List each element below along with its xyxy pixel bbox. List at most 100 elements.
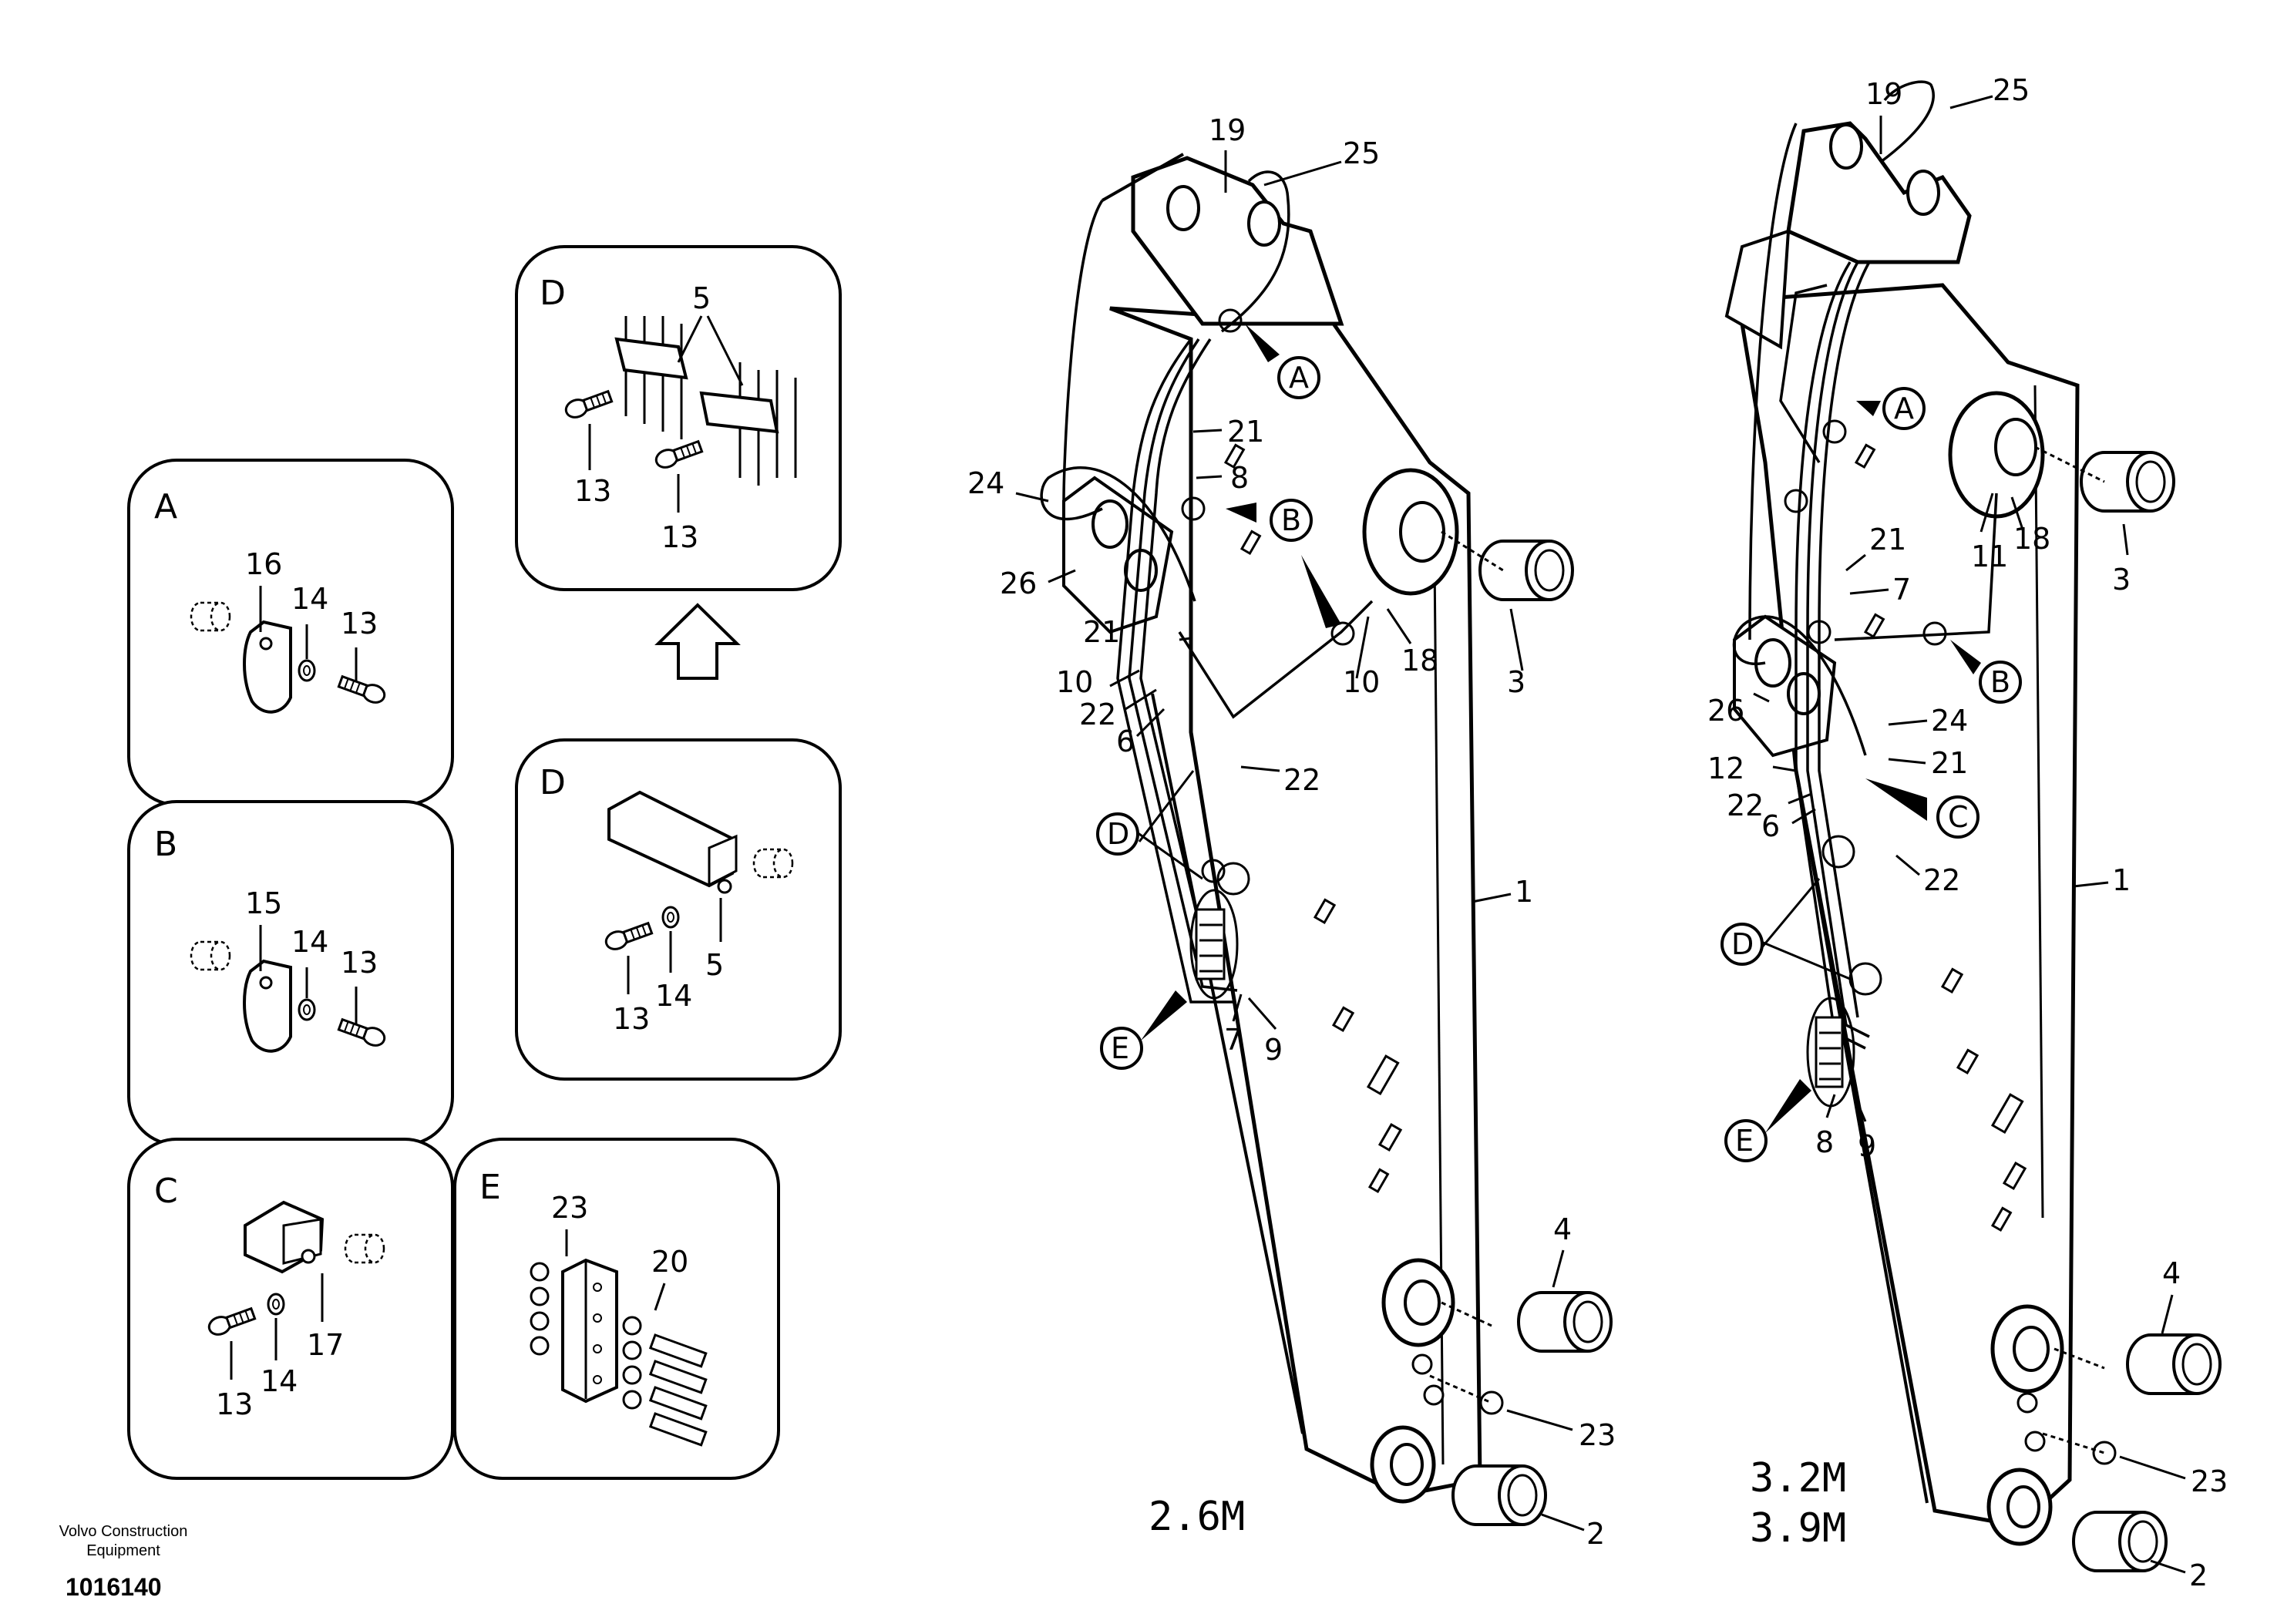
svg-text:A: A [1894, 392, 1914, 425]
part-label: 21 [1931, 746, 1968, 780]
part-label: 19 [1209, 113, 1246, 147]
callout-e: E [1100, 990, 1187, 1070]
svg-text:B: B [1990, 665, 2010, 699]
part-label: 15 [245, 886, 282, 920]
part-label: 6 [1761, 809, 1780, 843]
callout-d: D [1720, 878, 1851, 980]
part-label: 26 [1707, 694, 1744, 728]
panel-d-letter: D [540, 274, 566, 313]
arm-length-label: 2.6M [1149, 1494, 1245, 1540]
part-label: 1 [1515, 875, 1533, 909]
part-label: 13 [341, 946, 378, 980]
company-name: Volvo Construction [59, 1523, 188, 1540]
callout-b-upper: B [1226, 499, 1313, 542]
part-label: 18 [1401, 644, 1438, 678]
arm-length-label: 3.2M [1750, 1455, 1846, 1501]
washer-icon [661, 906, 680, 929]
part-label: 26 [1000, 567, 1037, 600]
callout-d: D [1096, 770, 1203, 880]
part-label: 22 [1727, 788, 1764, 822]
arm-3-2m-3-9m: A B C D E [1707, 73, 2228, 1592]
clamp-5-icon [699, 391, 779, 434]
part-label: 2 [2189, 1558, 2208, 1592]
part-label: 23 [1579, 1418, 1616, 1452]
part-label: 14 [261, 1364, 298, 1398]
bushing-3-icon [1478, 540, 1574, 601]
part-label: 21 [1227, 415, 1264, 449]
bushing-ghost-icon [344, 1233, 385, 1264]
part-label: 9 [1264, 1033, 1283, 1067]
washer-icon [298, 998, 316, 1021]
part-label: 25 [1343, 136, 1380, 170]
callout-a: A [1856, 387, 1926, 430]
drawing-number: 1016140 [66, 1573, 162, 1601]
washer-icon [267, 1293, 285, 1316]
clip-15-icon [243, 959, 292, 1053]
part-label: 13 [574, 474, 611, 508]
part-label: 19 [1865, 77, 1902, 111]
washer-icon [298, 659, 316, 682]
bushing-4-icon [1517, 1291, 1613, 1353]
plug-stack-icon [530, 1262, 550, 1356]
part-label: 21 [1083, 615, 1120, 649]
part-label: 12 [1707, 751, 1744, 785]
panel-e-letter: E [479, 1168, 501, 1207]
part-label: 13 [216, 1387, 253, 1421]
part-label: 1 [2112, 863, 2131, 897]
part-label: 24 [1931, 704, 1968, 738]
svg-text:D: D [1731, 927, 1754, 961]
svg-text:E: E [1735, 1124, 1754, 1158]
part-label: 22 [1283, 763, 1320, 797]
part-label: 7 [1224, 1023, 1243, 1057]
bushing-2-icon [1451, 1464, 1547, 1526]
callout-c: C [1865, 778, 1980, 839]
bushing-4-icon [2126, 1333, 2222, 1395]
part-label: 18 [2013, 522, 2050, 556]
detail-panel-d-bottom: D 13 14 5 [515, 738, 842, 1081]
panel-a-letter: A [154, 487, 177, 526]
callout-a: A [1245, 324, 1320, 399]
part-label: 16 [245, 547, 282, 581]
svg-text:B: B [1281, 503, 1301, 537]
clamp-5-icon [614, 337, 688, 380]
part-label: 10 [1343, 665, 1380, 699]
panel-c-letter: C [154, 1172, 178, 1211]
part-label: 5 [705, 948, 724, 982]
part-label: 13 [661, 520, 698, 554]
part-label: 10 [1056, 665, 1093, 699]
svg-text:A: A [1289, 361, 1309, 395]
part-label: 14 [291, 925, 328, 959]
part-label: 23 [551, 1191, 588, 1225]
detail-panel-d-top: D 5 13 13 [515, 245, 842, 591]
svg-text:C: C [1948, 800, 1969, 834]
bushing-ghost-icon [190, 940, 231, 971]
part-label: 14 [291, 582, 328, 616]
panel-b-letter: B [154, 825, 177, 864]
part-label: 22 [1079, 698, 1116, 731]
svg-text:D: D [1107, 817, 1129, 851]
part-label: 8 [1230, 461, 1249, 495]
detail-panel-e: E 23 20 [453, 1138, 780, 1480]
detail-panel-b: B 15 14 13 [127, 800, 454, 1146]
part-label: 8 [1815, 1125, 1834, 1159]
part-label: 14 [655, 979, 692, 1013]
panel-d-letter: D [540, 763, 566, 802]
part-label: 6 [1116, 725, 1135, 758]
part-label: 21 [1869, 523, 1906, 556]
part-label: 2 [1586, 1517, 1605, 1551]
part-label: 24 [967, 466, 1004, 500]
detail-panel-a: A 16 14 13 [127, 459, 454, 806]
clip-16-icon [243, 620, 292, 714]
part-label: 22 [1923, 863, 1960, 897]
svg-text:E: E [1111, 1031, 1129, 1065]
part-label: 7 [1892, 573, 1911, 607]
part-label: 4 [1553, 1212, 1572, 1246]
part-label: 5 [692, 281, 711, 315]
part-label: 25 [1993, 73, 2030, 107]
connector-block-icon [561, 1258, 618, 1404]
arm-2-6m: A B D E 19 [967, 113, 1616, 1551]
part-label: 13 [341, 607, 378, 641]
bushing-ghost-icon [190, 601, 231, 632]
